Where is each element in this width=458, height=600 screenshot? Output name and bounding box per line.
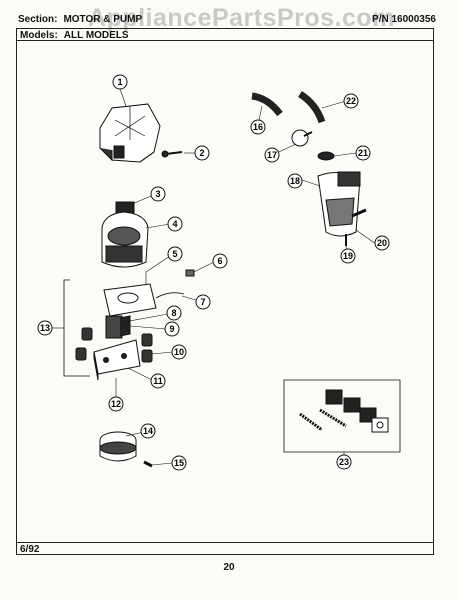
parts-kit-box (283, 379, 401, 453)
callout-18: 18 (287, 173, 303, 189)
pulley-part (99, 431, 137, 462)
set-screw-part (143, 460, 153, 468)
callout-1-label: 1 (117, 77, 122, 87)
callout-4: 4 (167, 216, 183, 232)
callout-17: 17 (264, 147, 280, 163)
bolt-part (185, 269, 195, 277)
callout-16: 16 (250, 119, 266, 135)
callout-9: 9 (164, 321, 180, 337)
callouts: 1 2 3 4 5 6 7 8 9 10 11 12 13 14 15 16 1… (37, 74, 390, 471)
callout-19-label: 19 (343, 251, 353, 261)
callout-6-label: 6 (217, 256, 222, 266)
callout-7: 7 (195, 294, 211, 310)
models-label: Models: (20, 30, 58, 41)
part-number: P/N 16000356 (372, 14, 436, 25)
callout-21: 21 (355, 145, 371, 161)
callout-2-label: 2 (199, 148, 204, 158)
callout-23-label: 23 (339, 457, 349, 467)
page-number: 20 (223, 562, 235, 573)
callout-8: 8 (166, 305, 182, 321)
section-label: Section: (18, 14, 58, 25)
callout-12: 12 (108, 396, 124, 412)
grommets-part (75, 327, 153, 363)
pump-part (317, 171, 367, 237)
section-value: MOTOR & PUMP (63, 14, 143, 25)
hose-clamp-part (317, 151, 335, 161)
revision-date: 6/92 (20, 544, 40, 555)
filter-cap-part (291, 129, 313, 147)
callout-10: 10 (171, 344, 187, 360)
motor-cover-part (99, 103, 161, 163)
callout-15: 15 (171, 455, 187, 471)
callout-6: 6 (212, 253, 228, 269)
bracket-assembly-part (105, 315, 131, 339)
section-header: Section: MOTOR & PUMP (18, 14, 142, 25)
models-value: ALL MODELS (63, 30, 129, 41)
callout-20-label: 20 (377, 238, 387, 248)
callout-16-label: 16 (253, 122, 263, 132)
diagram-frame (16, 28, 434, 555)
callout-2: 2 (194, 145, 210, 161)
callout-9-label: 9 (169, 324, 174, 334)
callout-1: 1 (112, 74, 128, 90)
callout-5: 5 (167, 246, 183, 262)
callout-8-label: 8 (171, 308, 176, 318)
callout-5-label: 5 (172, 249, 177, 259)
callout-13: 13 (37, 320, 53, 336)
callout-11: 11 (150, 373, 166, 389)
mounting-plate-part (103, 283, 185, 317)
callout-4-label: 4 (172, 219, 177, 229)
motor-part (101, 201, 149, 268)
footer-row (16, 542, 434, 555)
models-line: Models: ALL MODELS (20, 30, 129, 41)
callout-12-label: 12 (111, 399, 121, 409)
callout-18-label: 18 (290, 176, 300, 186)
callout-20: 20 (374, 235, 390, 251)
motor-base-part (93, 339, 141, 381)
callout-13-label: 13 (40, 323, 50, 333)
callout-19: 19 (340, 248, 356, 264)
callout-11-label: 11 (153, 376, 163, 386)
watermark: AppliancePartsPros.com (88, 4, 395, 32)
models-row (16, 28, 434, 41)
callout-22: 22 (343, 93, 359, 109)
callout-14: 14 (140, 423, 156, 439)
callout-3-label: 3 (155, 189, 160, 199)
callout-17-label: 17 (267, 150, 277, 160)
callout-10-label: 10 (174, 347, 184, 357)
callout-21-label: 21 (358, 148, 368, 158)
callout-23: 23 (336, 454, 352, 470)
screw-part (161, 150, 183, 158)
hoses-part (251, 91, 326, 124)
callout-7-label: 7 (200, 297, 205, 307)
callout-22-label: 22 (346, 96, 356, 106)
callout-3: 3 (150, 186, 166, 202)
callout-15-label: 15 (174, 458, 184, 468)
callout-14-label: 14 (143, 426, 153, 436)
